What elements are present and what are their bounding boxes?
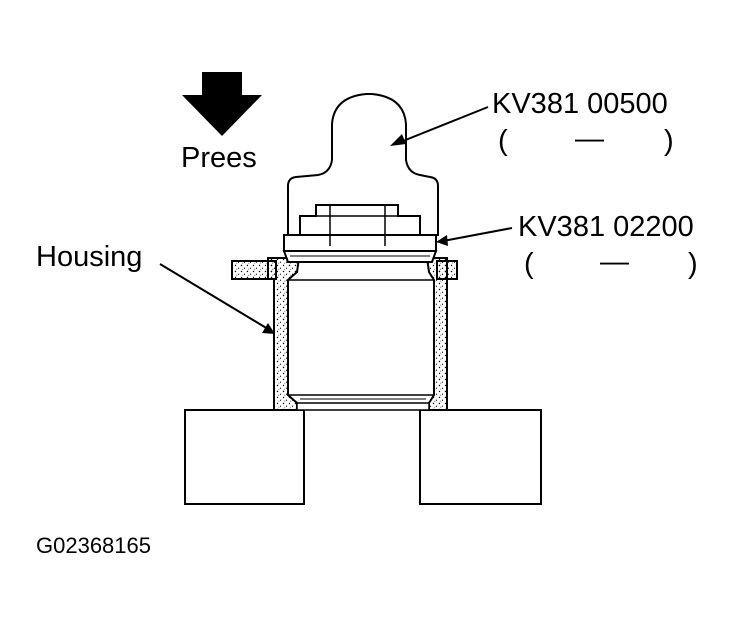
press-label: Prees (181, 142, 257, 174)
tool-upper-code: KV381 00500 (492, 88, 668, 120)
tool-upper-alt-open: ( (498, 125, 508, 157)
right-support-block (419, 409, 542, 505)
tool-lower-alt-dash: — (600, 246, 629, 278)
leader-lower-tool (436, 227, 513, 246)
leader-housing (159, 263, 275, 334)
tool-lower-code: KV381 02200 (518, 211, 694, 243)
down-arrow-icon (182, 72, 262, 136)
leader-upper-tool (390, 106, 489, 146)
left-support-block (184, 409, 305, 505)
tool-upper-alt-dash: — (575, 123, 604, 155)
figure-id: G02368165 (36, 533, 151, 558)
drift-ring (282, 234, 438, 263)
tool-lower-alt-open: ( (524, 248, 534, 280)
drift-tool (287, 93, 439, 246)
housing (231, 257, 458, 411)
tool-lower-alt-close: ) (688, 248, 698, 280)
housing-label: Housing (36, 241, 142, 273)
tool-upper-alt-close: ) (664, 125, 674, 157)
